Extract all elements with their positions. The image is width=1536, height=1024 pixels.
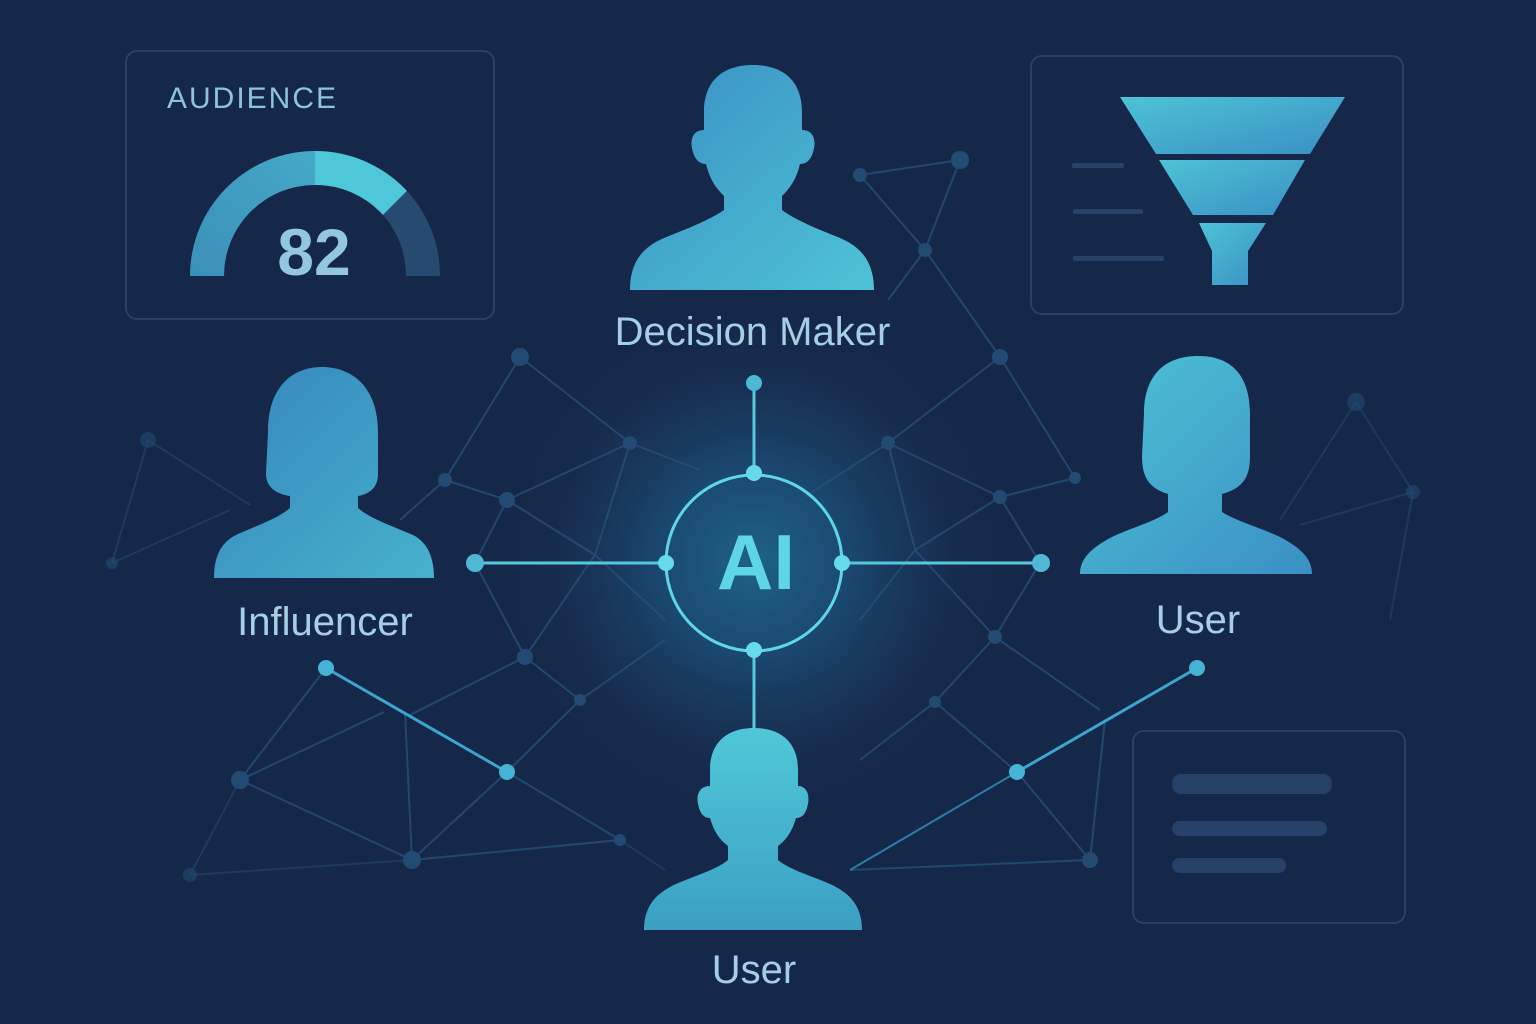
funnel-stage-2	[1159, 160, 1305, 215]
persona-decision-maker: Decision Maker	[615, 60, 890, 360]
funnel-legend-line	[1073, 256, 1164, 261]
text-lines-card	[1132, 730, 1406, 924]
persona-user-right: User	[1078, 352, 1318, 642]
funnel-stage-1	[1120, 97, 1345, 154]
persona-label: User	[1155, 598, 1241, 642]
ai-hub-label: AI	[717, 518, 795, 606]
audience-score-value: 82	[277, 215, 351, 289]
funnel-legend-line	[1072, 163, 1124, 168]
persona-label: Influencer	[237, 600, 413, 644]
male-user-silhouette-icon	[644, 728, 862, 930]
persona-user-bottom: User	[640, 726, 868, 996]
text-line-placeholder	[1172, 858, 1286, 873]
funnel-legend-line	[1073, 209, 1143, 214]
text-line-placeholder	[1172, 774, 1332, 794]
semicircle-gauge-icon	[190, 150, 441, 276]
persona-label: Decision Maker	[614, 310, 891, 354]
funnel-stage-3	[1199, 223, 1266, 285]
audience-score-card: AUDIENCE 82	[125, 50, 495, 320]
male-user-silhouette-icon	[630, 65, 874, 290]
text-line-placeholder	[1172, 821, 1327, 836]
persona-label: User	[711, 948, 797, 992]
female-user-silhouette-icon	[214, 367, 434, 578]
funnel-icon	[1072, 97, 1345, 285]
audience-title: AUDIENCE	[167, 82, 339, 115]
persona-influencer: Influencer	[210, 362, 440, 652]
funnel-card	[1030, 55, 1404, 315]
female-user-silhouette-icon	[1080, 356, 1312, 574]
